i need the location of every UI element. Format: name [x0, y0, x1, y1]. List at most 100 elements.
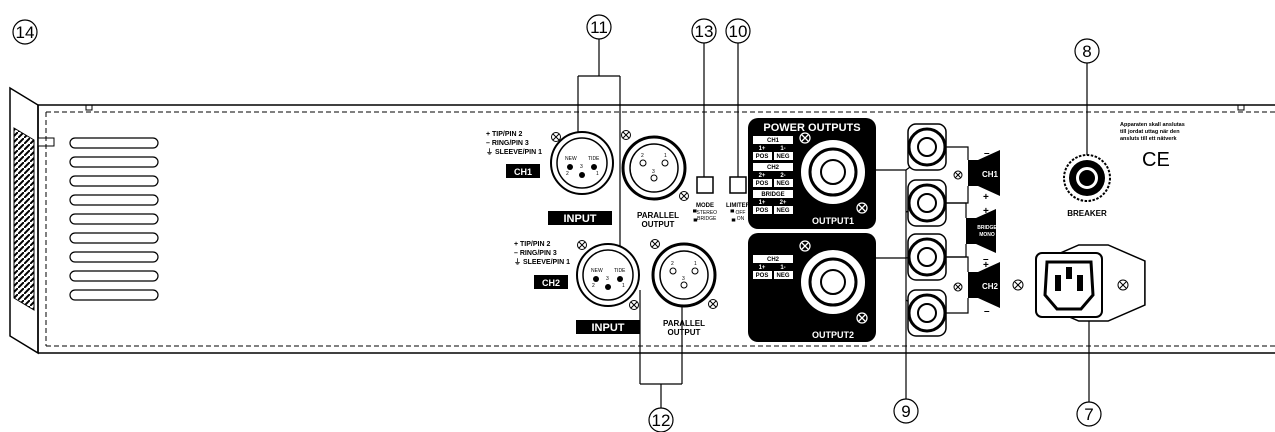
- breaker-notice-1: Apparaten skall anslutas: [1120, 122, 1185, 128]
- svg-text:1-: 1-: [780, 265, 785, 271]
- svg-text:–: –: [984, 148, 990, 159]
- svg-text:2: 2: [671, 261, 674, 267]
- speaker-bridge-label-2: MONO: [979, 232, 995, 238]
- binding-post-2[interactable]: [907, 179, 947, 227]
- limiter-switch[interactable]: [729, 176, 747, 194]
- ch2-parallel-label-2: OUTPUT: [668, 328, 701, 337]
- ventilation-slots: [69, 137, 159, 301]
- svg-text:3: 3: [652, 169, 655, 175]
- ch2-xlr-input-jack[interactable]: NEW TIDE 3 2 1: [576, 243, 640, 307]
- speaker-icon: [968, 272, 978, 298]
- svg-text:NEG: NEG: [776, 208, 789, 214]
- output1-label: OUTPUT1: [812, 216, 854, 226]
- svg-text:POS: POS: [756, 154, 769, 160]
- power-outputs-block: POWER OUTPUTS CH1 1+ 1- POS NEG CH2 2+ 2…: [748, 118, 876, 342]
- binding-posts: [907, 123, 947, 337]
- speaker-ch2-label: CH2: [982, 282, 999, 291]
- mode-opt-bridge: ▄BRIDGE: [694, 216, 717, 222]
- breaker-label: BREAKER: [1067, 209, 1107, 218]
- chassis: [9, 86, 1275, 355]
- output1-speakon-connector[interactable]: [799, 138, 867, 206]
- binding-post-3[interactable]: [907, 233, 947, 281]
- svg-text:CH1: CH1: [767, 138, 780, 144]
- output2-label: OUTPUT2: [812, 330, 854, 340]
- svg-text:CH2: CH2: [767, 165, 780, 171]
- ch1-badge: CH1: [514, 167, 532, 177]
- limiter-opt-on: ▄ ON: [732, 216, 745, 222]
- svg-text:TIDE: TIDE: [614, 268, 626, 274]
- mode-switch[interactable]: [696, 176, 714, 194]
- ch2-input-section: + TIP/PIN 2 – RING/PIN 3 ⏚ SLEEVE/PIN 1 …: [514, 239, 718, 337]
- ch1-input-label: INPUT: [564, 213, 597, 225]
- svg-text:CH2: CH2: [767, 257, 780, 263]
- limiter-title: LIMITER: [726, 203, 751, 209]
- svg-text:2: 2: [641, 153, 644, 159]
- callout-8: 8: [1082, 42, 1091, 61]
- svg-text:POS: POS: [756, 181, 769, 187]
- iec-power-inlet[interactable]: [1035, 244, 1146, 322]
- mode-switch-group: MODE ▀STEREO ▄BRIDGE: [693, 176, 717, 222]
- ch2-ring-label: – RING/PIN 3: [514, 250, 557, 257]
- svg-text:–: –: [983, 254, 989, 265]
- ch1-xlr-input-jack[interactable]: NEW TIDE 3 2 1: [550, 131, 614, 195]
- ch2-input-label-bg: [576, 320, 640, 334]
- callout-11: 11: [590, 18, 608, 37]
- screw-icon: [551, 132, 561, 142]
- callout-7: 7: [1084, 405, 1093, 424]
- callout-10: 10: [729, 22, 748, 41]
- limiter-opt-off: ▀ OFF: [731, 209, 746, 216]
- svg-text:+: +: [983, 206, 989, 217]
- svg-text:2-: 2-: [780, 173, 785, 179]
- binding-post-4[interactable]: [907, 289, 947, 337]
- screw-icon: [799, 132, 868, 324]
- breaker-button[interactable]: [1063, 154, 1111, 202]
- ch2-tip-label: + TIP/PIN 2: [514, 241, 550, 248]
- svg-text:POS: POS: [756, 208, 769, 214]
- callout-9: 9: [901, 402, 910, 421]
- ch1-input-label-bg: [548, 211, 612, 225]
- output2-speakon-connector[interactable]: [799, 248, 867, 316]
- svg-text:3: 3: [580, 164, 583, 170]
- speaker-ch1-label: CH1: [982, 170, 999, 179]
- ch2-parallel-output-jack[interactable]: 2 1 3: [651, 242, 717, 308]
- binding-post-1[interactable]: [907, 123, 947, 171]
- screw-icon: [621, 130, 689, 201]
- power-outputs-title: POWER OUTPUTS: [763, 122, 860, 134]
- svg-text:NEG: NEG: [776, 273, 789, 279]
- svg-text:1+: 1+: [759, 265, 766, 271]
- svg-text:NEG: NEG: [776, 181, 789, 187]
- svg-text:1+: 1+: [759, 200, 766, 206]
- ch1-input-section: + TIP/PIN 2 – RING/PIN 3 ⏚ SLEEVE/PIN 1 …: [486, 130, 689, 229]
- screw-icon: [953, 170, 963, 292]
- limiter-switch-group: LIMITER ▀ OFF ▄ ON: [726, 176, 751, 222]
- svg-text:1: 1: [694, 261, 697, 267]
- mode-title: MODE: [696, 203, 714, 209]
- svg-text:+: +: [983, 260, 989, 271]
- svg-text:NEG: NEG: [776, 154, 789, 160]
- ch1-sleeve-label: ⏚ SLEEVE/PIN 1: [486, 148, 542, 156]
- svg-text:2: 2: [566, 171, 569, 177]
- ch1-parallel-label-2: OUTPUT: [642, 220, 675, 229]
- callout-14: 14: [16, 23, 35, 42]
- svg-text:+: +: [983, 192, 989, 203]
- svg-text:2+: 2+: [759, 173, 766, 179]
- svg-text:2: 2: [592, 283, 595, 289]
- svg-text:3: 3: [682, 276, 685, 282]
- ch2-badge-bg: [534, 275, 568, 289]
- svg-text:1: 1: [622, 283, 625, 289]
- callout-12: 12: [652, 411, 671, 430]
- ch1-xlr-new: NEW: [565, 156, 577, 162]
- ch1-xlr-tide: TIDE: [588, 156, 600, 162]
- ch1-parallel-label-1: PARALLEL: [637, 211, 679, 220]
- svg-text:1: 1: [596, 171, 599, 177]
- ch1-parallel-output-jack[interactable]: 2 1 3: [621, 135, 687, 201]
- speaker-icon: [968, 160, 978, 186]
- ch2-badge: CH2: [542, 278, 560, 288]
- svg-text:2+: 2+: [780, 200, 787, 206]
- breaker-section: BREAKER Apparaten skall anslutas till jo…: [1063, 122, 1185, 218]
- ch2-parallel-label-1: PARALLEL: [663, 319, 705, 328]
- svg-text:1-: 1-: [780, 146, 785, 152]
- svg-text:3: 3: [606, 276, 609, 282]
- speaker-icon: [966, 218, 976, 244]
